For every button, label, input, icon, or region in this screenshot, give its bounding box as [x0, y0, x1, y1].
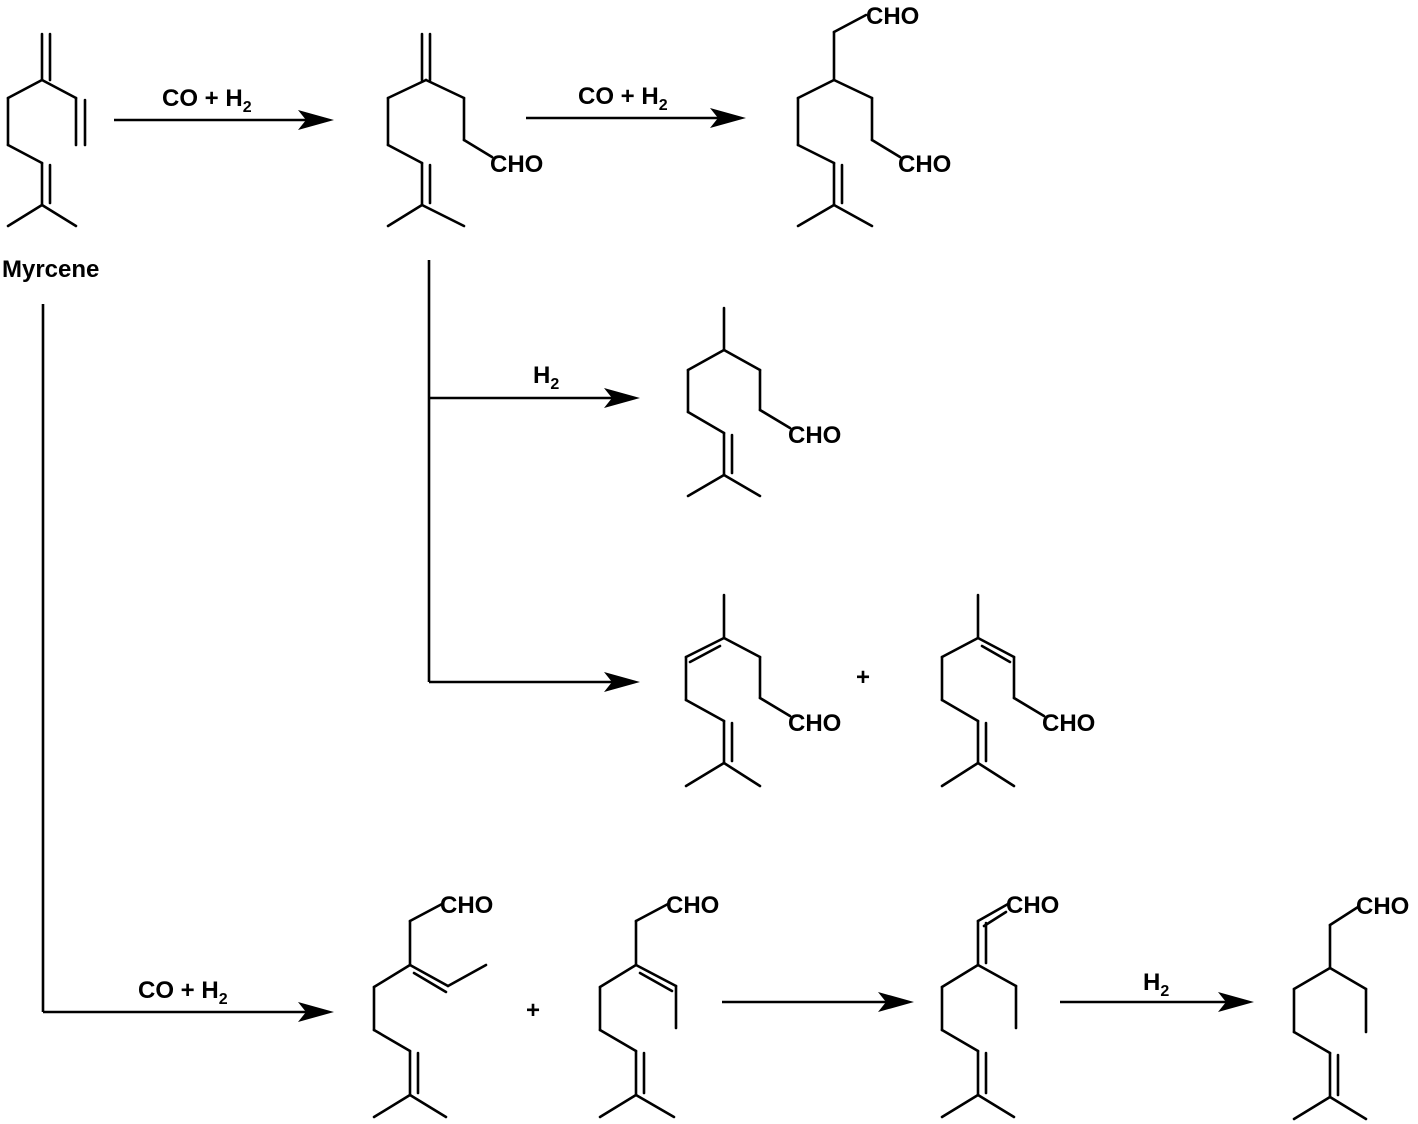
- monoaldehyde-structure: [386, 32, 494, 228]
- branch-line-myrcene: [41, 304, 334, 1022]
- arrow-myrcene-to-monoaldehyde: [114, 110, 334, 130]
- arrow-isomerization: [722, 992, 914, 1012]
- saturated-branched-aldehyde-structure: [1292, 905, 1368, 1121]
- isomerized-aldehyde-a-structure: [684, 593, 792, 788]
- cho-label: CHO: [440, 892, 493, 919]
- plus-sign: +: [526, 997, 540, 1024]
- hydrogenated-aldehyde-structure: [686, 306, 792, 498]
- arrow-final-hydrogenation: [1060, 992, 1254, 1012]
- cho-label: CHO: [788, 710, 841, 737]
- cho-label: CHO: [898, 151, 951, 178]
- dialdehyde-structure: [796, 13, 902, 228]
- cho-label: CHO: [666, 892, 719, 919]
- arrow-to-hydrogenated: [429, 388, 640, 408]
- cho-label: CHO: [490, 151, 543, 178]
- reaction-condition: H2: [1143, 969, 1169, 1000]
- plus-sign: +: [856, 664, 870, 691]
- reaction-condition: CO + H2: [578, 83, 668, 114]
- reaction-condition: CO + H2: [138, 977, 228, 1008]
- cho-label: CHO: [1356, 893, 1409, 920]
- branched-aldehyde-a-structure: [372, 902, 488, 1119]
- reaction-condition: H2: [533, 362, 559, 393]
- cho-label: CHO: [866, 3, 919, 30]
- branched-aldehyde-b-structure: [598, 902, 678, 1119]
- reaction-condition: CO + H2: [162, 85, 252, 116]
- compound-label-myrcene: Myrcene: [2, 256, 99, 283]
- myrcene-structure: [6, 32, 87, 228]
- isomerized-aldehyde-b-structure: [940, 593, 1046, 788]
- cho-label: CHO: [1042, 710, 1095, 737]
- unsaturated-aldehyde-structure: [940, 902, 1018, 1119]
- arrow-monoaldehyde-to-dialdehyde: [526, 108, 746, 128]
- cho-label: CHO: [788, 422, 841, 449]
- cho-label: CHO: [1006, 892, 1059, 919]
- arrow-to-isomerized: [429, 672, 640, 692]
